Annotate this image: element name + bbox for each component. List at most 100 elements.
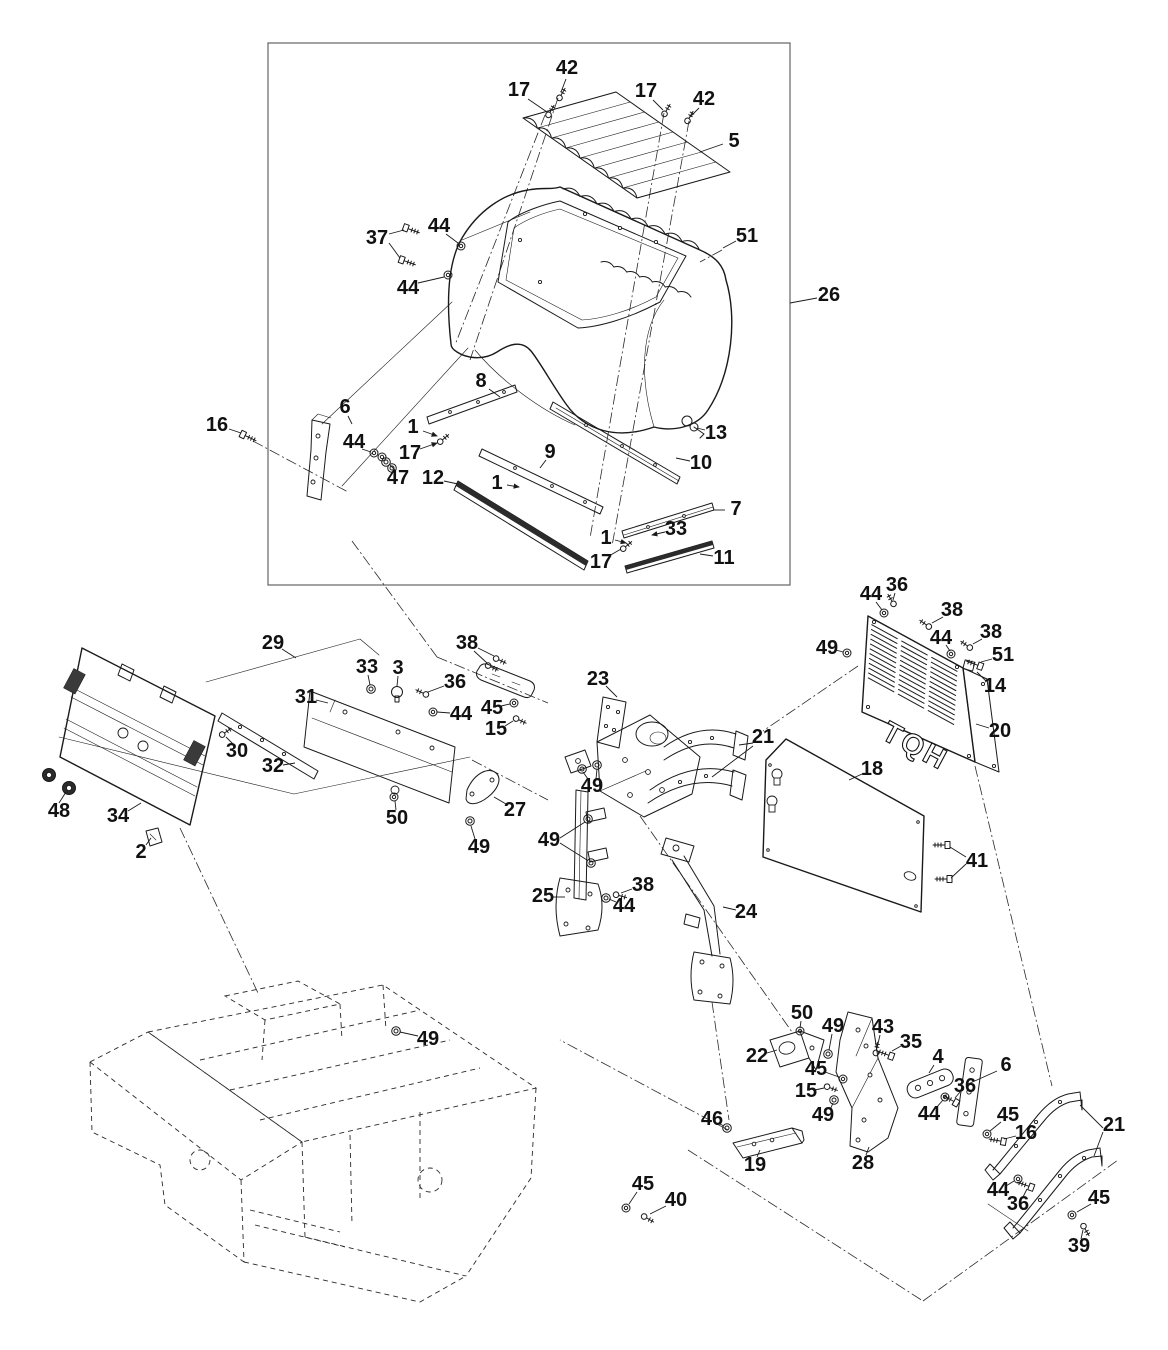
hood-side-bracket [306,413,332,501]
leader-line [628,1191,638,1205]
leader-line [394,800,397,811]
leader-line [396,675,399,687]
callout-label-1: 1 [600,527,611,549]
callout-label-17: 17 [399,442,421,464]
callout-label-32: 32 [262,755,284,777]
callout-label-46: 46 [701,1108,723,1130]
leader-line [949,846,967,858]
leader-line [422,430,438,437]
callout-label-38: 38 [632,874,654,896]
callout-label-45: 45 [997,1104,1019,1126]
tray-panel-18 [762,738,925,913]
callout-label-29: 29 [262,632,284,654]
callout-label-49: 49 [538,829,560,851]
fastener-washer-icon [509,698,519,708]
callout-label-36: 36 [886,574,908,596]
callout-label-3: 3 [392,657,403,679]
callout-label-44: 44 [860,583,883,605]
callout-label-43: 43 [872,1016,894,1038]
fastener-nut-icon [592,760,602,770]
callout-label-20: 20 [989,720,1011,742]
callout-label-40: 40 [665,1189,687,1211]
leader-line [967,1070,998,1085]
fastener-washer-icon [946,649,956,659]
callout-label-15: 15 [485,718,507,740]
callout-label-44: 44 [987,1179,1010,1201]
fastener-nut-icon [577,764,587,774]
fastener-nut-icon [366,684,376,694]
leader-line [1003,1135,1017,1140]
callout-label-45: 45 [805,1058,827,1080]
callout-label-31: 31 [295,686,317,708]
leader-line [228,428,242,434]
pivot-bracket-22 [769,1030,825,1071]
leader-line [848,773,863,781]
leader-line [539,459,547,469]
leader-line [1079,1104,1104,1129]
leader-line [347,415,353,425]
fastener-washer-icon [982,1129,992,1139]
fastener-nut-icon [601,893,611,903]
fastener-washer-icon [1067,1210,1077,1220]
leader-line [699,143,724,153]
leader-line [738,742,754,746]
fastener-screw-icon [872,1041,880,1057]
callout-label-21: 21 [752,726,774,748]
fastener-bolt-icon [966,659,985,671]
support-strut-24 [660,837,734,1005]
fastener-screw-icon [218,727,232,738]
callout-label-44: 44 [428,215,451,237]
callout-label-14: 14 [984,675,1007,697]
callout-label-41: 41 [966,850,988,872]
leader-line [493,796,507,805]
leader-line [652,99,664,111]
leader-line [696,427,706,431]
fastener-glyphs [218,87,1091,1237]
leader-line [389,464,396,471]
strap-bracket-6b [956,1056,983,1127]
leader-line [127,802,142,812]
leader-line [1093,1131,1104,1157]
fastener-screw-icon [684,110,695,125]
leader-line [504,720,514,727]
callout-label-7: 7 [730,498,741,520]
leader-line [891,1045,902,1052]
leader-line [281,648,297,659]
fastener-nut-icon [583,814,593,824]
fastener-screw-icon [556,87,567,102]
callout-label-50: 50 [791,1002,813,1024]
support-strut-25 [555,749,609,937]
panel-clip [145,827,163,847]
fastener-washer-icon [879,608,889,618]
callout-label-33: 33 [665,518,687,540]
leader-line [828,1033,833,1051]
callout-label-4: 4 [932,1046,944,1068]
leader-line [699,553,714,557]
hinge-strap-plate [476,663,535,699]
callout-label-18: 18 [861,758,883,780]
leader-line [675,457,691,462]
fastener-plug-icon [391,686,403,703]
leader-line [829,1102,834,1111]
callout-label-6: 6 [339,396,350,418]
callout-label-17: 17 [508,79,530,101]
leader-line [560,78,567,93]
callout-label-30: 30 [226,740,248,762]
callout-label-44: 44 [930,627,953,649]
callout-label-49: 49 [581,775,603,797]
callout-label-1: 1 [407,416,418,438]
callout-label-37: 37 [366,227,388,249]
leader-line [972,638,983,645]
curved-bracket-27 [465,770,500,805]
callout-label-28: 28 [852,1152,874,1174]
callout-label-11: 11 [713,547,734,569]
leader-line [419,442,438,450]
chassis-frame-phantom [89,980,538,1303]
belly-plate-assembly [217,690,456,804]
callout-label-33: 33 [356,656,378,678]
spacer-plate-4 [906,1068,954,1099]
fastener-screw-icon [436,433,450,445]
callout-label-50: 50 [386,807,408,829]
